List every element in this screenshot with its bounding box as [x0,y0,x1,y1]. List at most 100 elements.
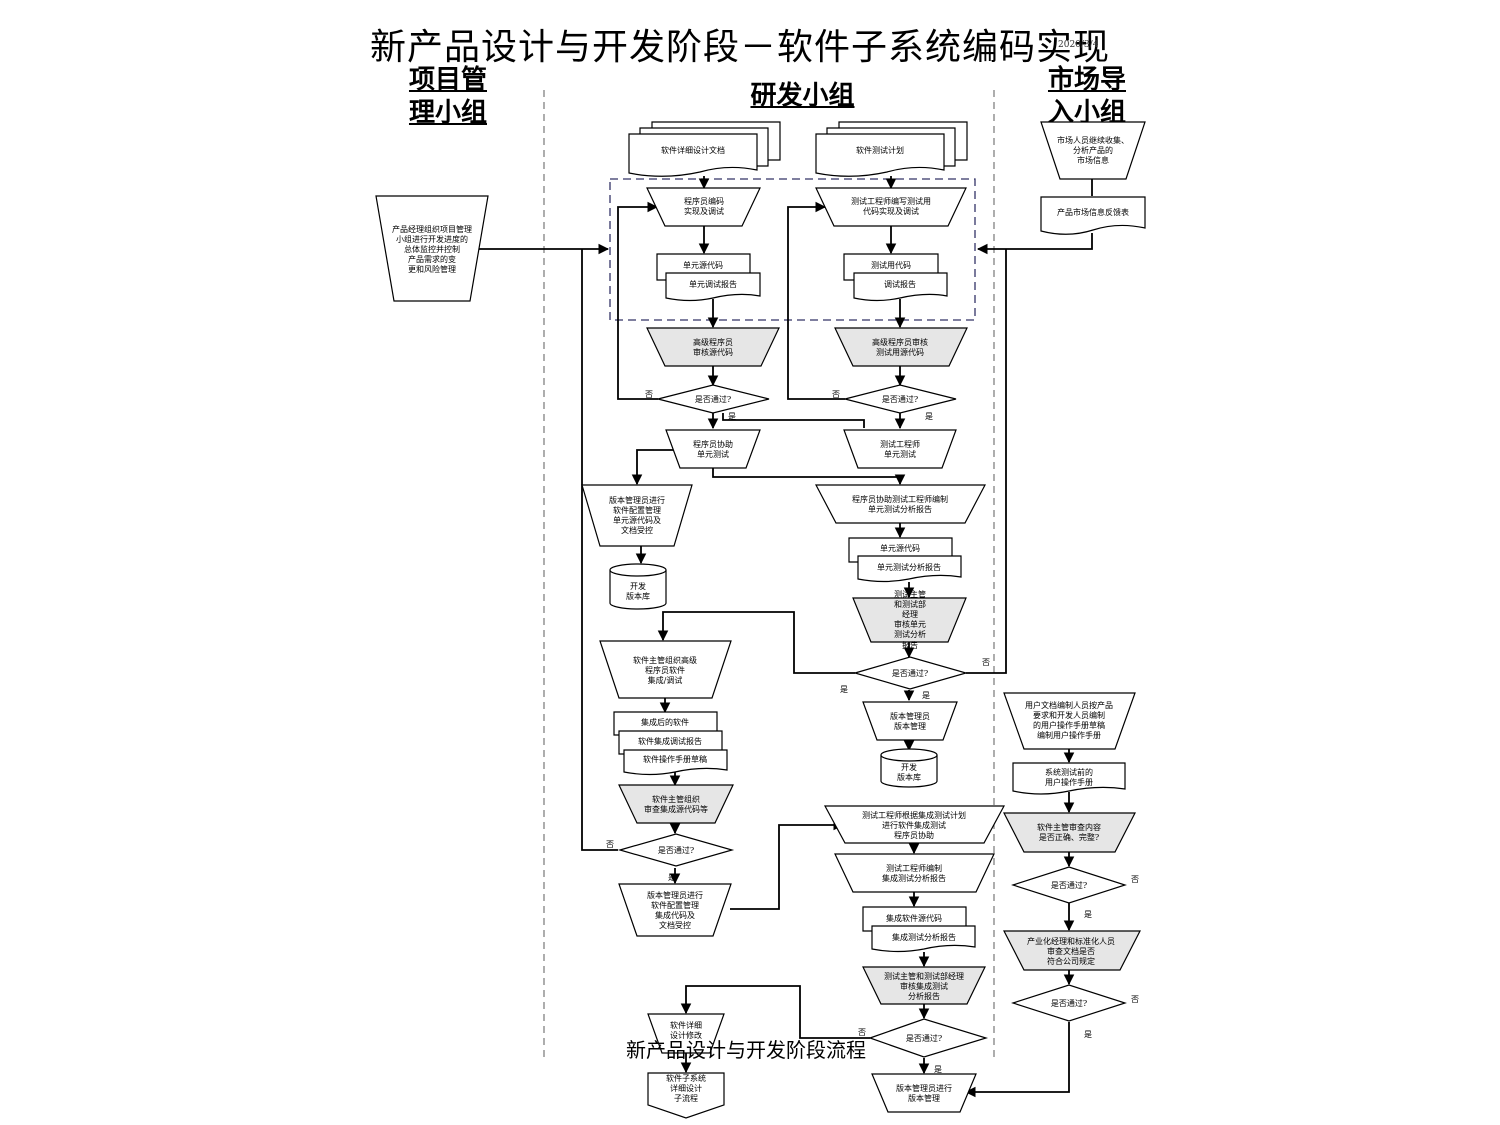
svg-text:是否通过?: 是否通过? [906,1033,942,1043]
svg-text:市场人员继续收集、: 市场人员继续收集、 [1057,135,1129,145]
decision-2: 是否通过? 否 是 [832,384,957,421]
svg-text:程序员协助: 程序员协助 [693,439,733,449]
detail-design-doc-stack: 软件详细设计文档 [628,121,781,177]
svg-text:集成/调试: 集成/调试 [648,675,683,685]
version-config-node-2: 版本管理员进行 软件配置管理 集成代码及 文档受控 [618,883,732,937]
svg-text:文档受控: 文档受控 [621,525,653,535]
svg-text:是否通过?: 是否通过? [658,845,694,855]
svg-text:是: 是 [925,412,933,421]
svg-text:软件集成调试报告: 软件集成调试报告 [638,736,702,746]
detail-design-modify-node: 软件详细 设计修改 [647,1013,725,1054]
svg-text:子流程: 子流程 [674,1093,698,1103]
svg-text:测试工程师编写测试用: 测试工程师编写测试用 [851,196,931,206]
svg-text:产品市场信息反馈表: 产品市场信息反馈表 [1057,207,1129,217]
svg-text:测试用代码: 测试用代码 [871,260,911,270]
svg-text:代码实现及调试: 代码实现及调试 [863,206,919,216]
svg-text:集成测试分析报告: 集成测试分析报告 [882,873,946,883]
svg-text:开发: 开发 [630,581,646,591]
svg-text:单元测试: 单元测试 [697,449,729,459]
svg-text:集成测试分析报告: 集成测试分析报告 [892,932,956,942]
svg-text:用户操作手册: 用户操作手册 [1045,777,1093,787]
diagram-caption: 新产品设计与开发阶段流程 [626,1038,866,1062]
svg-text:否: 否 [645,390,653,399]
svg-text:程序员协助: 程序员协助 [894,830,934,840]
subflow-node: 软件子系统 详细设计 子流程 [647,1072,725,1119]
svg-text:是: 是 [728,412,736,421]
svg-text:小组进行开发进度的: 小组进行开发进度的 [396,234,468,244]
connectors [472,172,1093,1098]
svg-text:程序员软件: 程序员软件 [645,665,685,675]
svg-text:是: 是 [668,873,676,882]
svg-text:和测试部: 和测试部 [894,599,926,609]
svg-text:文档受控: 文档受控 [659,920,691,930]
decision-4: 是否通过? 否 是 [606,833,735,882]
svg-text:审核单元: 审核单元 [894,619,926,629]
svg-text:实现及调试: 实现及调试 [684,206,724,216]
svg-text:是: 是 [922,691,930,700]
integration-analysis-node: 测试工程师编制 集成测试分析报告 [834,853,995,893]
programmer-code-node: 程序员编码 实现及调试 [646,187,761,227]
svg-text:集成代码及: 集成代码及 [655,910,695,920]
decision-3: 是否通过? 否 是 是 [840,656,990,700]
svg-text:软件详细: 软件详细 [670,1020,702,1030]
svg-text:否: 否 [1131,995,1139,1004]
svg-text:是否正确、完整?: 是否正确、完整? [1039,832,1099,842]
svg-text:单元测试: 单元测试 [884,449,916,459]
svg-text:单元测试分析报告: 单元测试分析报告 [868,504,932,514]
svg-text:市场信息: 市场信息 [1077,155,1109,165]
svg-text:测试用源代码: 测试用源代码 [876,347,924,357]
tester-unit-test-node: 测试工程师 单元测试 [843,429,957,469]
svg-text:软件测试计划: 软件测试计划 [856,145,904,155]
market-feedback-doc: 产品市场信息反馈表 [1040,196,1146,235]
svg-text:程序员协助测试工程师编制: 程序员协助测试工程师编制 [852,494,948,504]
svg-text:更和风险管理: 更和风险管理 [408,264,456,274]
svg-text:软件配置管理: 软件配置管理 [613,505,661,515]
market-collect-node: 市场人员继续收集、 分析产品的 市场信息 [1040,121,1146,180]
system-manual-doc: 系统测试前的 用户操作手册 [1012,762,1126,795]
svg-text:软件配置管理: 软件配置管理 [651,900,699,910]
unit-debug-report-doc: 单元调试报告 [665,272,761,302]
svg-text:产品需求的变: 产品需求的变 [408,254,456,264]
decision-1: 是否通过? 否 是 [645,384,770,421]
svg-text:版本管理员进行: 版本管理员进行 [609,495,665,505]
svg-text:单元测试分析报告: 单元测试分析报告 [877,562,941,572]
svg-text:单元源代码及: 单元源代码及 [613,515,661,525]
debug-report-doc: 调试报告 [853,272,948,302]
decision-5: 是否通过? 否 是 [858,1018,989,1074]
svg-text:否: 否 [858,1028,866,1037]
integration-review-node: 软件主管组织 审查集成源代码等 [618,784,734,824]
svg-text:详细设计: 详细设计 [670,1083,702,1093]
decision-6: 是否通过? 否 是 [1011,866,1139,919]
manager-review-node: 测试主管 和测试部 经理 审核单元 测试分析 报告 [852,589,967,650]
svg-text:审核集成测试: 审核集成测试 [900,981,948,991]
svg-text:是否通过?: 是否通过? [882,394,918,404]
svg-text:高级程序员审核: 高级程序员审核 [872,337,928,347]
svg-text:是: 是 [1084,910,1092,919]
tester-code-node: 测试工程师编写测试用 代码实现及调试 [815,187,967,227]
svg-text:软件主管审查内容: 软件主管审查内容 [1037,822,1101,832]
svg-text:是否通过?: 是否通过? [892,668,928,678]
svg-text:程序员编码: 程序员编码 [684,196,724,206]
svg-text:的用户操作手册草稿: 的用户操作手册草稿 [1033,720,1105,730]
manual-draft-doc: 软件操作手册草稿 [623,749,728,776]
integration-node: 软件主管组织高级 程序员软件 集成/调试 [599,640,732,699]
svg-text:集成软件源代码: 集成软件源代码 [886,913,942,923]
pm-manage-node: 产品经理组织项目管理 小组进行开发进度的 总体监控并控制 产品需求的变 更和风险… [375,195,489,302]
svg-text:版本库: 版本库 [626,591,650,601]
svg-text:软件主管组织高级: 软件主管组织高级 [633,655,697,665]
svg-text:否: 否 [982,658,990,667]
test-plan-doc-stack: 软件测试计划 [815,121,968,177]
svg-text:产品经理组织项目管理: 产品经理组织项目管理 [392,224,472,234]
svg-text:经理: 经理 [902,609,918,619]
svg-text:版本管理员: 版本管理员 [890,711,930,721]
svg-text:设计修改: 设计修改 [670,1030,702,1040]
integration-test-node: 测试工程师根据集成测试计划 进行软件集成测试 程序员协助 [823,805,1006,844]
svg-text:高级程序员: 高级程序员 [693,337,733,347]
svg-text:总体监控并控制: 总体监控并控制 [404,244,460,254]
standard-review-node: 产业化经理和标准化人员 审查文档是否 符合公司规定 [1003,930,1141,971]
svg-text:进行软件集成测试: 进行软件集成测试 [882,820,946,830]
svg-text:是: 是 [934,1065,942,1074]
svg-text:审查文档是否: 审查文档是否 [1047,946,1095,956]
svg-text:用户文档编制人员按产品: 用户文档编制人员按产品 [1025,700,1113,710]
svg-text:审查集成源代码等: 审查集成源代码等 [644,804,708,814]
